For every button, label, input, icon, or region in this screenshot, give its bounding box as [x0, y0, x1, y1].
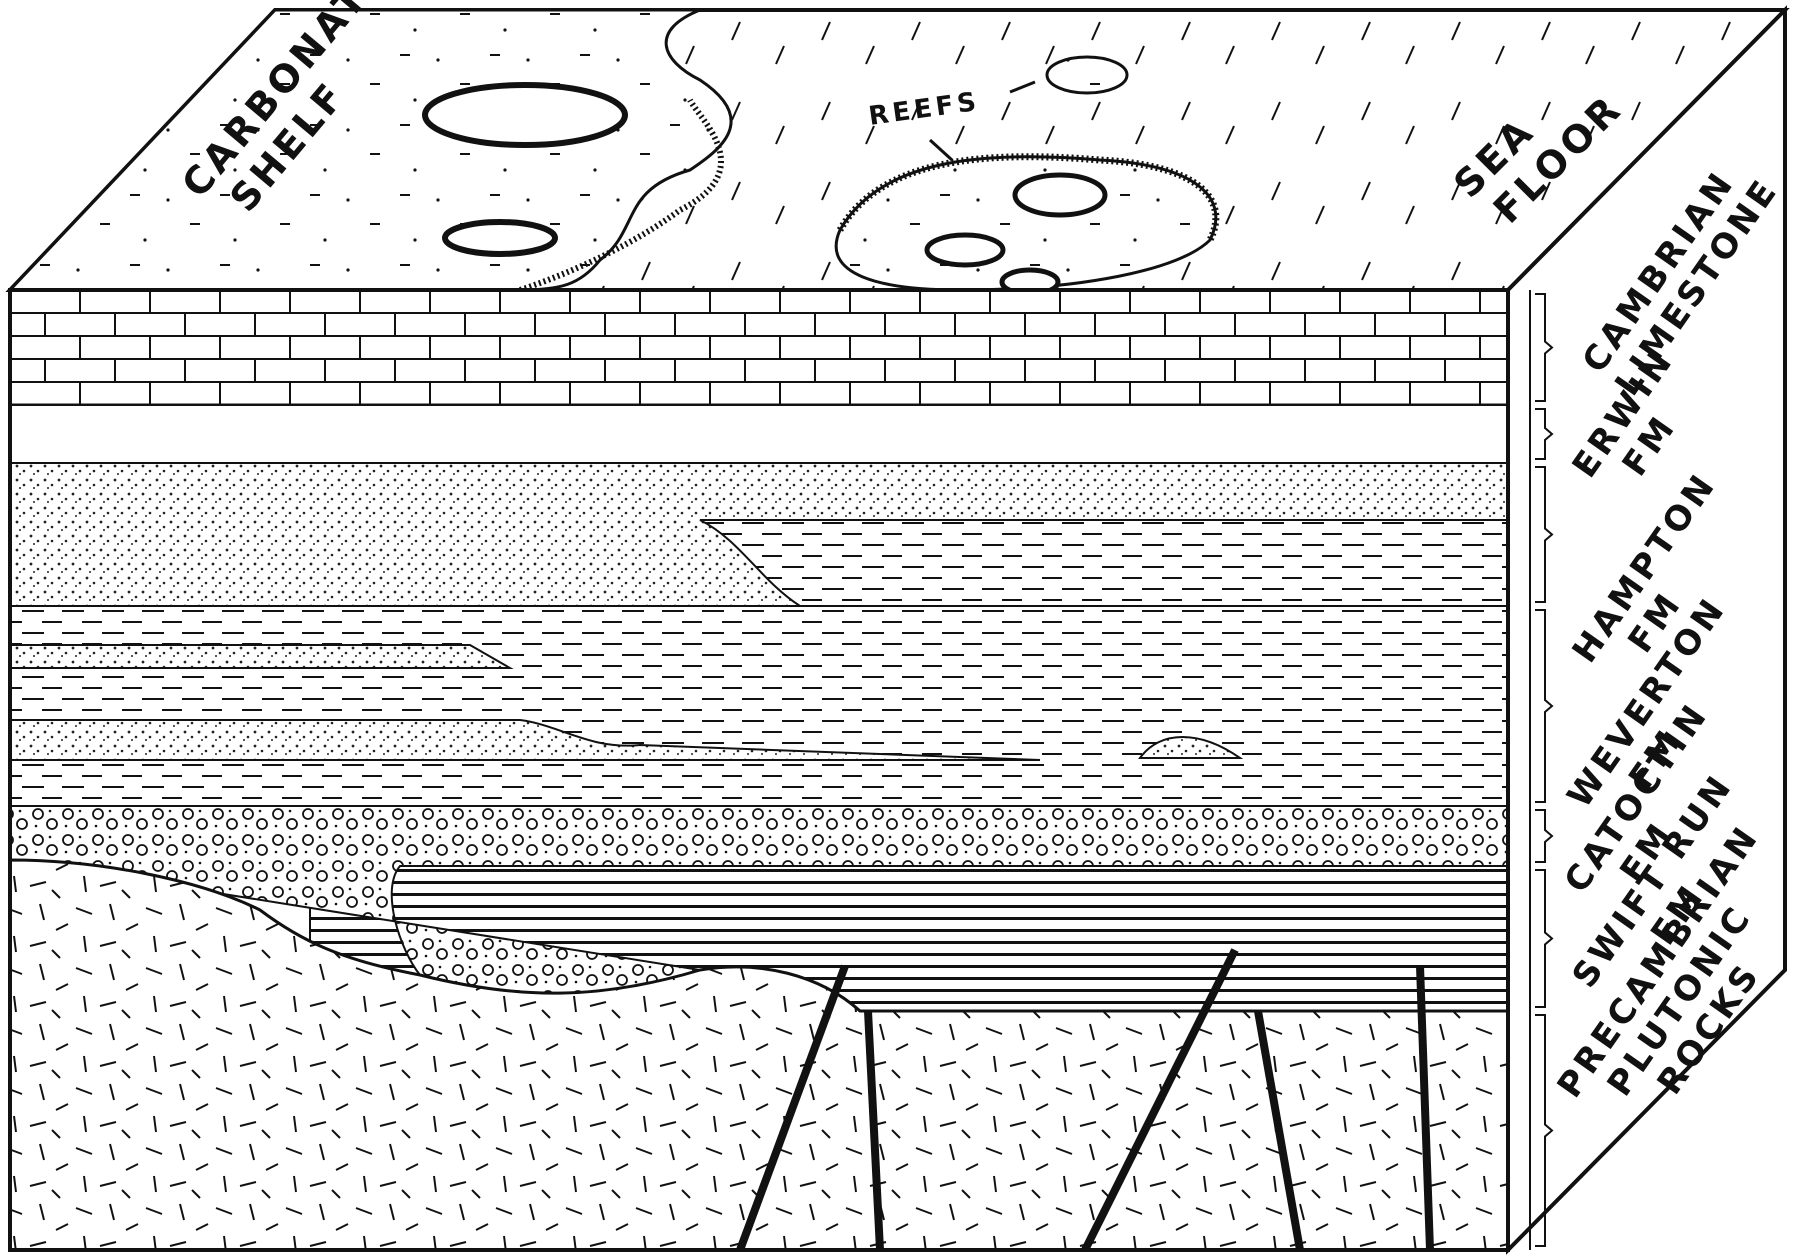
reef-small-1 [1045, 55, 1129, 95]
unit-bracket-cambrian [1535, 293, 1554, 402]
lagoon-island-1 [422, 82, 628, 148]
dike-4 [1254, 1010, 1304, 1251]
reefs-arrow-2 [928, 138, 954, 162]
reef-platform-rim [836, 153, 1220, 242]
weverton-shale-layer [9, 605, 1509, 807]
weverton-sand-lens-3 [1138, 736, 1244, 759]
unit-bracket-catoctin [1535, 809, 1554, 863]
reefs-arrow-1 [1009, 80, 1036, 94]
unit-bracket-precambrian [1535, 1014, 1554, 1247]
carbonate-shelf-surface [6, 8, 733, 292]
dike-1 [736, 964, 849, 1252]
dike-3 [1081, 948, 1239, 1252]
dike-lines [736, 948, 1434, 1252]
unit-bracket-erwin [1535, 408, 1554, 460]
limestone-layer [8, 288, 1510, 407]
reef-pool-1 [1012, 172, 1108, 218]
reef-pool-2 [924, 232, 1006, 268]
unit-bracket-weverton [1535, 609, 1554, 803]
dike-5 [1416, 965, 1434, 1251]
weverton-sand-lens-1 [9, 644, 514, 669]
weverton-sand-lens-2 [9, 719, 1041, 761]
lagoon-island-2 [442, 219, 558, 257]
erwin-layer [9, 404, 1509, 464]
unit-bracket-hampton [1535, 466, 1554, 603]
unit-bracket-swift_run [1535, 869, 1554, 1008]
side-face [1506, 5, 1787, 1255]
dike-2 [864, 1010, 884, 1251]
unit-brackets [1535, 293, 1554, 1247]
